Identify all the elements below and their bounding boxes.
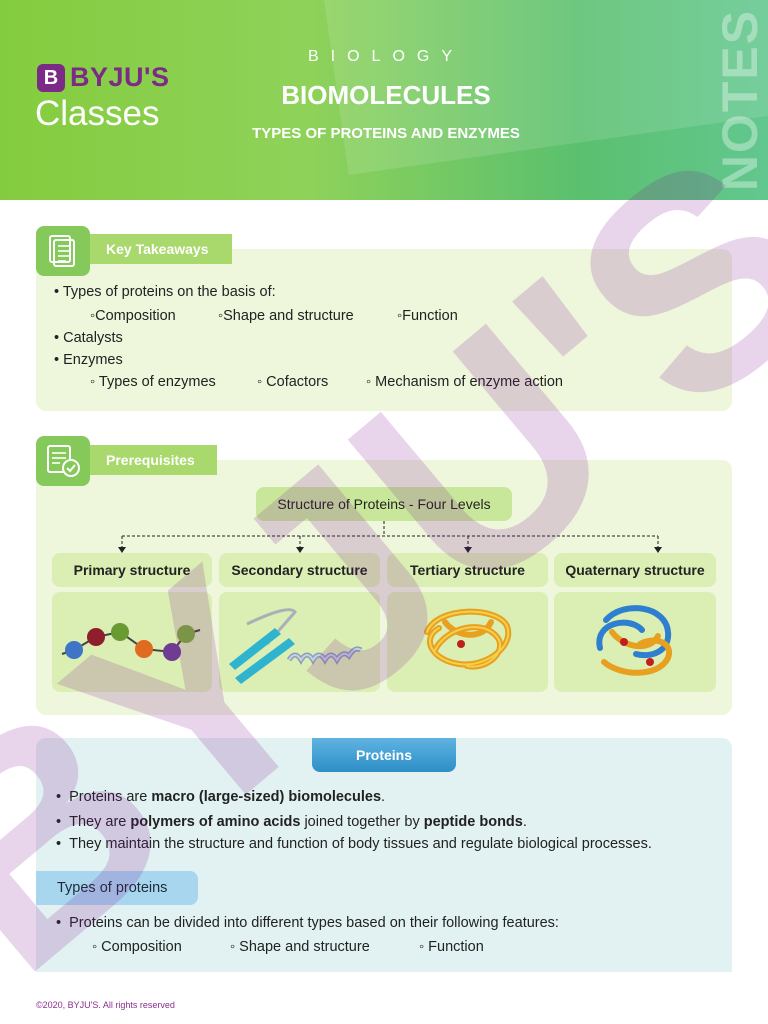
takeaway-subitem: ◦ Cofactors xyxy=(257,374,329,390)
level-primary: Primary structure xyxy=(52,553,212,587)
takeaway-item: • Catalysts xyxy=(54,330,123,346)
prerequisites-tag: Prerequisites xyxy=(90,445,217,475)
takeaway-subitem: ◦ Types of enzymes xyxy=(90,374,216,390)
page-subtitle: TYPES OF PROTEINS AND ENZYMES xyxy=(252,125,520,142)
secondary-structure-image xyxy=(219,592,380,692)
copyright-footer: ©2020, BYJU'S. All rights reserved xyxy=(36,1000,175,1010)
byjus-logo-icon xyxy=(37,64,65,92)
level-secondary: Secondary structure xyxy=(219,553,380,587)
level-quaternary: Quaternary structure xyxy=(554,553,716,587)
quaternary-structure-image xyxy=(554,592,716,692)
proteins-box xyxy=(36,738,732,972)
document-stack-icon xyxy=(36,226,90,276)
brand-sub: Classes xyxy=(35,94,160,133)
types-subitem: ◦ Composition xyxy=(92,939,182,955)
takeaway-subitem: ◦Function xyxy=(397,308,458,324)
subject-label: BIOLOGY xyxy=(307,48,465,65)
takeaway-subitem: ◦Shape and structure xyxy=(218,308,354,324)
hierarchy-connectors xyxy=(118,521,662,553)
protein-bullet: • They maintain the structure and functi… xyxy=(56,836,652,852)
takeaway-item: • Types of proteins on the basis of: xyxy=(54,284,276,300)
key-takeaways-box xyxy=(36,249,732,411)
primary-structure-image xyxy=(52,592,212,692)
types-subitem: ◦ Function xyxy=(419,939,484,955)
page-title: BIOMOLECULES xyxy=(281,80,491,110)
proteins-tab: Proteins xyxy=(312,738,456,772)
level-tertiary: Tertiary structure xyxy=(387,553,548,587)
page-header: BYJU'S Classes BIOLOGY BIOMOLECULES TYPE… xyxy=(0,0,768,200)
checklist-icon xyxy=(36,436,90,486)
takeaway-item: • Enzymes xyxy=(54,352,123,368)
protein-bullet: • They are polymers of amino acids joine… xyxy=(56,814,527,830)
brand-name: BYJU'S xyxy=(70,62,170,92)
key-takeaways-tag: Key Takeaways xyxy=(90,234,232,264)
protein-structure-root: Structure of Proteins - Four Levels xyxy=(256,487,512,521)
protein-bullet: • Proteins are macro (large-sized) biomo… xyxy=(56,789,386,805)
types-bullet: • Proteins can be divided into different… xyxy=(56,915,559,931)
takeaway-subitem: ◦ Mechanism of enzyme action xyxy=(366,374,563,390)
types-of-proteins-tab: Types of proteins xyxy=(36,871,198,905)
types-subitem: ◦ Shape and structure xyxy=(230,939,370,955)
tertiary-structure-image xyxy=(387,592,548,692)
takeaway-subitem: ◦Composition xyxy=(90,308,176,324)
